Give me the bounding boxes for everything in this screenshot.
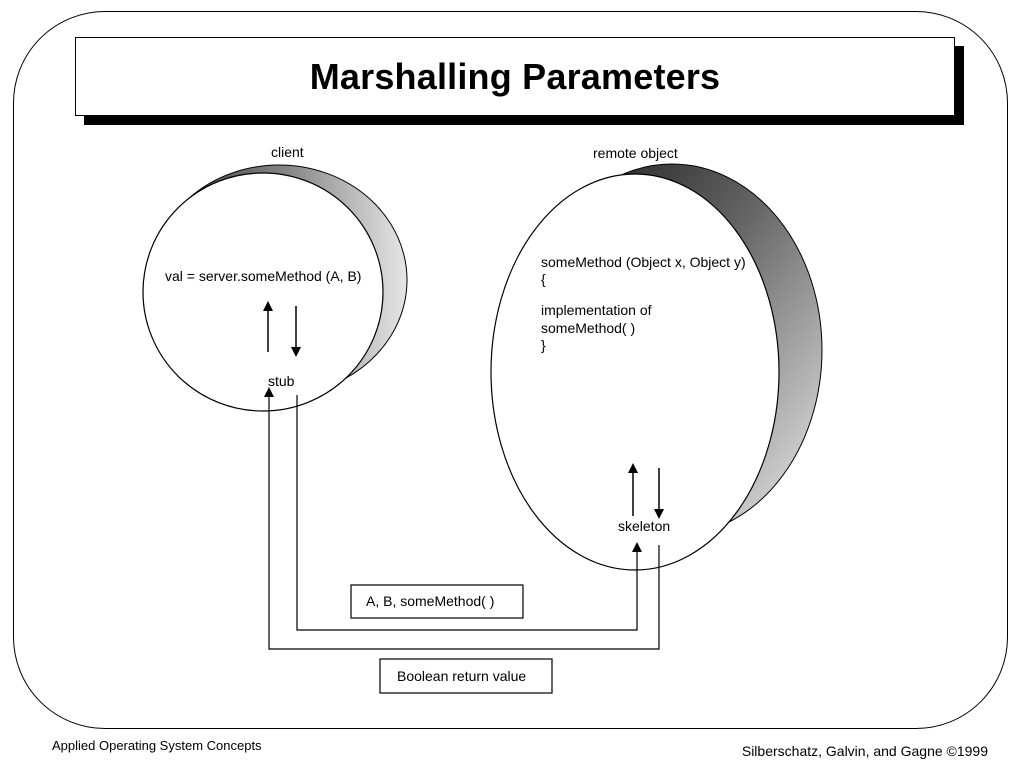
client-object	[142, 172, 384, 412]
slide-frame	[13, 11, 1008, 729]
method-signature-text: someMethod (Object x, Object y)	[541, 254, 746, 270]
response-message-box	[379, 658, 553, 694]
response-message-text: Boolean return value	[397, 668, 526, 684]
request-path-arrow	[296, 395, 642, 631]
skeleton-label: skeleton	[618, 518, 670, 534]
implementation-line2: someMethod( )	[541, 320, 635, 336]
client-label: client	[271, 144, 304, 160]
close-brace-text: }	[541, 337, 546, 353]
title-box: Marshalling Parameters	[75, 37, 955, 116]
request-message-text: A, B, someMethod( )	[366, 593, 494, 609]
stub-label: stub	[268, 373, 295, 389]
request-message-box	[350, 584, 524, 619]
footer-authors: Silberschatz, Galvin, and Gagne ©1999	[741, 743, 988, 759]
client-call-text: val = server.someMethod (A, B)	[165, 268, 361, 284]
implementation-line1: implementation of	[541, 302, 652, 318]
open-brace-text: {	[541, 271, 546, 287]
remote-object-label: remote object	[593, 145, 678, 161]
response-path-arrow	[264, 387, 660, 650]
remote-object	[490, 173, 780, 571]
footer-course-title: Applied Operating System Concepts	[52, 738, 262, 753]
slide-title: Marshalling Parameters	[309, 55, 721, 97]
